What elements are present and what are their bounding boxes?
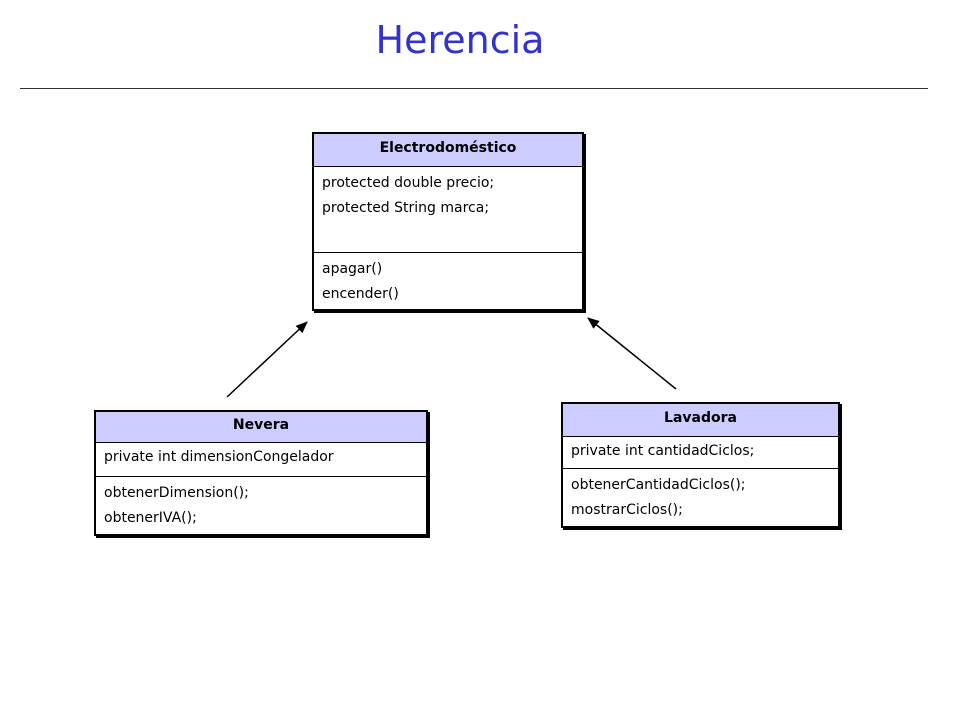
class-electrodomestico-attributes: protected double precio; protected Strin… (314, 167, 582, 253)
arrow-nevera-to-electrodomestico (226, 321, 308, 398)
class-lavadora: Lavadora private int cantidadCiclos; obt… (561, 402, 840, 528)
attribute: protected double precio; (322, 175, 495, 191)
method: obtenerIVA(); (104, 510, 197, 526)
class-nevera-name: Nevera (96, 412, 426, 443)
arrow-lavadora-to-electrodomestico (587, 317, 677, 390)
attribute: private int cantidadCiclos; (571, 443, 755, 459)
class-lavadora-methods: obtenerCantidadCiclos(); mostrarCiclos()… (563, 469, 838, 523)
method: obtenerDimension(); (104, 485, 249, 501)
method: mostrarCiclos(); (571, 502, 683, 518)
page-title: Herencia (375, 18, 545, 62)
title-divider (20, 88, 928, 89)
class-nevera-attributes: private int dimensionCongelador (96, 443, 426, 477)
class-lavadora-name: Lavadora (563, 404, 838, 437)
class-lavadora-attributes: private int cantidadCiclos; (563, 437, 838, 469)
attribute: private int dimensionCongelador (104, 449, 334, 465)
class-nevera-methods: obtenerDimension(); obtenerIVA(); (96, 477, 426, 531)
attribute: protected String marca; (322, 200, 490, 216)
method: obtenerCantidadCiclos(); (571, 477, 746, 493)
method: encender() (322, 286, 399, 302)
class-electrodomestico-name: Electrodoméstico (314, 134, 582, 167)
class-nevera: Nevera private int dimensionCongelador o… (94, 410, 428, 536)
class-electrodomestico: Electrodoméstico protected double precio… (312, 132, 584, 311)
method: apagar() (322, 261, 383, 277)
class-electrodomestico-methods: apagar() encender() (314, 253, 582, 307)
